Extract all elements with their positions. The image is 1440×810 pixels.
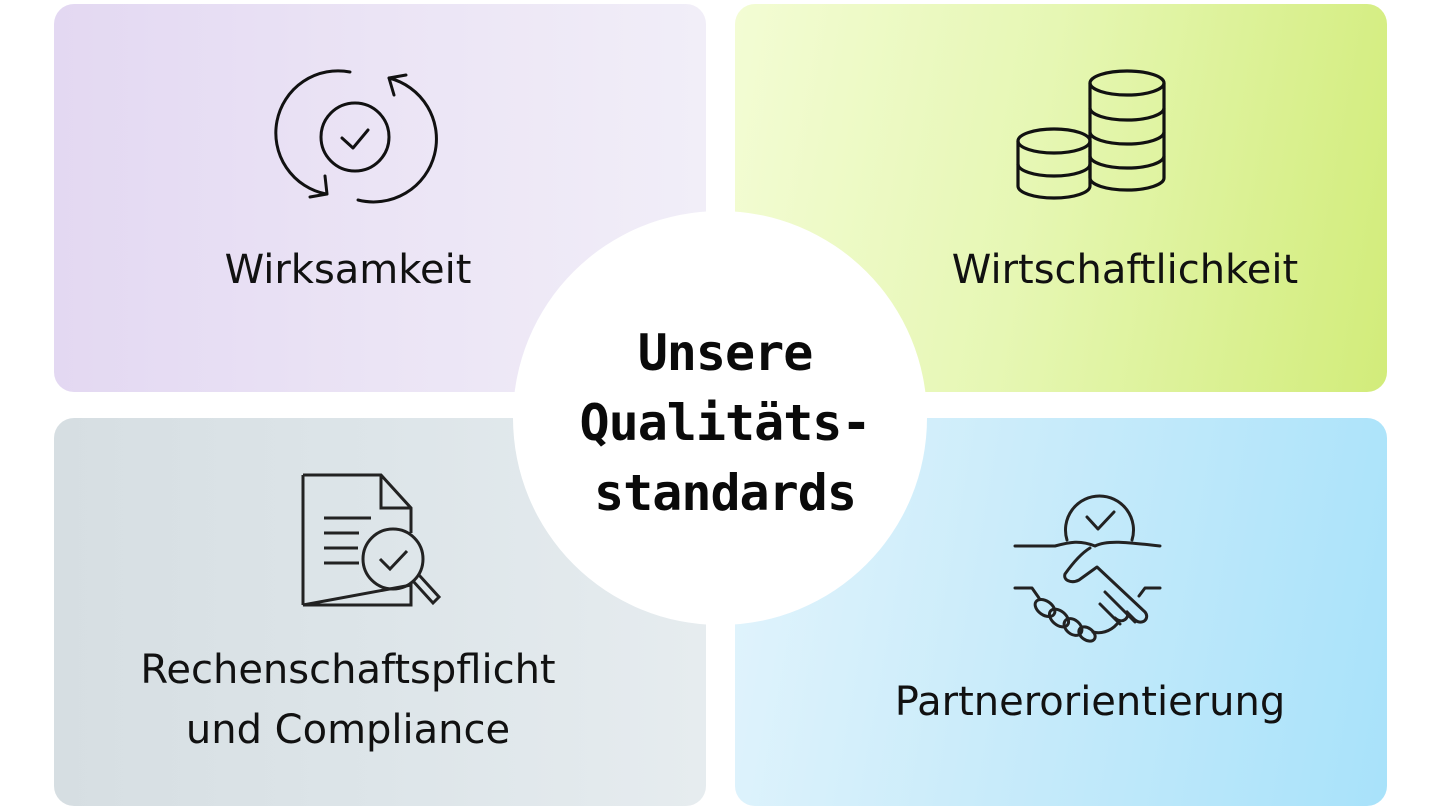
label-line: Partnerorientierung	[894, 679, 1286, 725]
quadrant-label: Wirksamkeit	[54, 240, 642, 300]
center-circle: Unsere Qualitäts- standards	[513, 211, 927, 625]
title-line: standards	[594, 464, 857, 522]
quadrant-wirksamkeit: Wirksamkeit	[54, 4, 706, 392]
center-title: Unsere Qualitäts- standards	[579, 318, 871, 528]
quadrant-label: Wirtschaftlichkeit	[735, 240, 1387, 300]
title-line: Unsere	[637, 324, 814, 382]
title-line: Qualitäts-	[579, 394, 871, 452]
document-search-check-icon	[301, 473, 451, 613]
label-line: und Compliance	[185, 707, 511, 753]
label-line: Wirksamkeit	[224, 247, 472, 293]
label-line: Wirtschaftlichkeit	[951, 247, 1299, 293]
quadrant-label: Rechenschaftspflicht und Compliance	[54, 640, 642, 760]
refresh-check-icon	[274, 66, 438, 206]
label-line: Rechenschaftspflicht	[140, 647, 556, 693]
quadrant-label: Partnerorientierung	[735, 672, 1387, 732]
coins-stack-icon	[1015, 66, 1170, 201]
handshake-check-icon	[1013, 482, 1162, 643]
